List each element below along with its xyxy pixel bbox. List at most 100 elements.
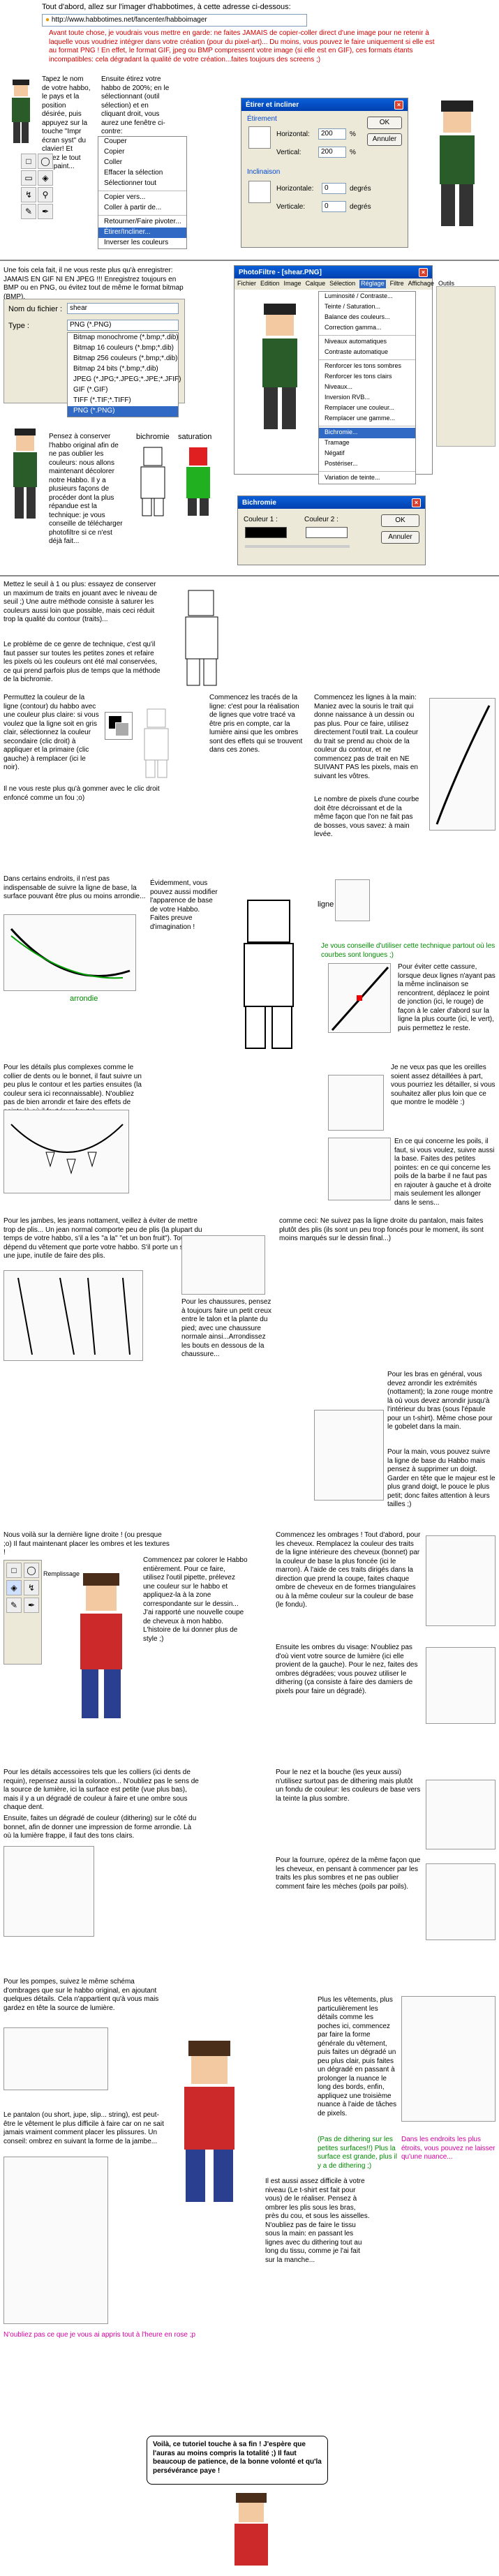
step10-mid-text: Commencez par colorer le Habbo entièreme…: [143, 1556, 248, 1643]
skew-section-label: Inclinaison: [247, 168, 281, 176]
horizontal-input[interactable]: 200: [318, 128, 346, 140]
adjust-item[interactable]: Renforcer les tons clairs: [325, 373, 392, 380]
ok-button[interactable]: OK: [381, 514, 419, 527]
menu-selection[interactable]: Sélection: [329, 280, 356, 287]
ok-button[interactable]: OK: [367, 117, 402, 129]
adjust-item[interactable]: Teinte / Saturation...: [325, 303, 381, 310]
footer-note: N'oubliez pas ce que je vous ai appris t…: [3, 2331, 196, 2339]
menu-item-copy[interactable]: Copier: [104, 148, 125, 156]
step7-right-text2: En ce qui concerne les poils, il faut, s…: [394, 1138, 495, 1207]
pencil-tool-icon[interactable]: ✎: [6, 1598, 22, 1613]
type-option-selected[interactable]: PNG (*.PNG): [68, 406, 178, 417]
close-icon[interactable]: ×: [419, 267, 428, 277]
menu-item-flip[interactable]: Retourner/Faire pivoter...: [104, 218, 181, 225]
menu-item-invert[interactable]: Inverser les couleurs: [104, 239, 169, 246]
close-icon[interactable]: ×: [412, 498, 421, 507]
menu-item-paste[interactable]: Coller: [104, 158, 123, 166]
adjust-item[interactable]: Postériser...: [325, 460, 358, 467]
brush-tool-icon[interactable]: ✒: [38, 204, 53, 219]
adjust-item-bichromie[interactable]: Bichromie...: [319, 428, 415, 438]
type-option[interactable]: Bitmap 16 couleurs (*.bmp;*.dib): [73, 344, 174, 352]
step9-text: Pour les bras en général, vous devez arr…: [387, 1371, 493, 1431]
file-name-input[interactable]: shear: [67, 303, 179, 314]
step7-text: Pour les détails plus complexes comme le…: [3, 1064, 142, 1115]
menu-item-cut[interactable]: Couper: [104, 137, 127, 145]
cancel-button[interactable]: Annuler: [367, 133, 402, 146]
zoom-tool-icon[interactable]: ⚲: [38, 187, 53, 202]
step7-right-text: Je ne veux pas que les oreilles soient a…: [391, 1064, 496, 1106]
adjust-item[interactable]: Luminosité / Contraste...: [325, 292, 393, 299]
picker-tool-icon[interactable]: ↯: [24, 1580, 39, 1595]
adjust-item[interactable]: Remplacer une gamme...: [325, 415, 396, 422]
type-option[interactable]: Bitmap monochrome (*.bmp;*.dib): [73, 334, 179, 341]
step3-text: Pensez à conserver l'habbo original afin…: [49, 433, 123, 545]
type-option[interactable]: JPEG (*.JPG;*.JPEG;*.JPE;*.JFIF): [73, 375, 181, 383]
menu-view[interactable]: Affichage: [408, 280, 435, 287]
lasso-tool-icon[interactable]: ◯: [24, 1563, 39, 1578]
picker-tool-icon[interactable]: ↯: [21, 187, 36, 202]
brush-tool-icon[interactable]: ✒: [24, 1598, 39, 1613]
adjust-item[interactable]: Inversion RVB...: [325, 394, 370, 401]
threshold-slider[interactable]: [245, 545, 350, 548]
fur-shading-detail: [426, 1863, 496, 1940]
vertical-input[interactable]: 200: [318, 147, 346, 158]
horizontal-skew-input[interactable]: 0: [322, 183, 346, 194]
secondary-color-swatch[interactable]: [115, 722, 129, 736]
color2-swatch[interactable]: [306, 527, 348, 538]
menu-item-copy-to[interactable]: Copier vers...: [104, 193, 146, 201]
type-label: Type :: [8, 322, 29, 330]
menu-item-clear[interactable]: Effacer la sélection: [104, 169, 163, 177]
menu-filter[interactable]: Filtre: [389, 280, 404, 287]
color-swatches[interactable]: [105, 712, 133, 740]
fill-tool-label: Remplissage: [43, 1570, 80, 1577]
adjust-item[interactable]: Niveaux automatiques: [325, 338, 387, 345]
section-divider: [0, 260, 499, 261]
type-option[interactable]: GIF (*.GIF): [73, 386, 108, 394]
menu-item-stretch[interactable]: Étirer/Incliner...: [98, 228, 186, 238]
fill-tool-icon[interactable]: ◈: [6, 1580, 22, 1595]
habbo-gray-outline-avatar: [144, 708, 169, 778]
step12-mid-text: Il est aussi assez difficile à votre niv…: [265, 2177, 370, 2264]
menu-tools[interactable]: Outils: [438, 280, 455, 287]
lasso-tool-icon[interactable]: ◯: [38, 154, 53, 169]
type-option[interactable]: TIFF (*.TIF;*.TIFF): [73, 396, 131, 404]
cancel-button[interactable]: Annuler: [381, 531, 419, 544]
menu-layer[interactable]: Calque: [305, 280, 326, 287]
arm-shape-detail: [314, 1410, 384, 1501]
adjust-item[interactable]: Tramage: [325, 439, 350, 446]
menu-image[interactable]: Image: [283, 280, 301, 287]
step11-right-text: Pour le nez et la bouche (les yeux aussi…: [276, 1769, 421, 1803]
menu-file[interactable]: Fichier: [237, 280, 257, 287]
vertical-skew-input[interactable]: 0: [322, 201, 346, 212]
type-option[interactable]: Bitmap 24 bits (*.bmp;*.dib): [73, 365, 158, 373]
adjust-item[interactable]: Niveaux...: [325, 383, 353, 390]
adjust-item[interactable]: Renforcer les tons sombres: [325, 362, 402, 369]
select-tool-icon[interactable]: □: [6, 1563, 22, 1578]
dialog-title: Étirer et incliner: [246, 100, 299, 109]
type-select[interactable]: PNG (*.PNG): [67, 320, 179, 331]
menu-adjust[interactable]: Réglage: [359, 280, 386, 288]
eraser-tool-icon[interactable]: ▭: [21, 170, 36, 186]
save-dialog: Nom du fichier : shear Type : PNG (*.PNG…: [3, 299, 185, 417]
color1-swatch[interactable]: [245, 527, 287, 538]
menu-item-select-all[interactable]: Sélectionner tout: [104, 179, 157, 187]
vertical-label: Vertical:: [276, 149, 301, 156]
adjust-item[interactable]: Correction gamma...: [325, 324, 382, 331]
url-text: http://www.habbotimes.net/fancenter/habb…: [51, 16, 207, 24]
close-icon[interactable]: ×: [394, 100, 403, 110]
adjust-item[interactable]: Variation de teinte...: [325, 474, 380, 481]
step10-right-text2: Ensuite les ombres du visage: N'oubliez …: [276, 1644, 418, 1695]
step2-section: Une fois cela fait, il ne vous reste plu…: [0, 264, 499, 417]
adjust-item[interactable]: Balance des couleurs...: [325, 313, 390, 320]
select-tool-icon[interactable]: □: [21, 154, 36, 169]
adjust-item[interactable]: Contraste automatique: [325, 348, 389, 355]
adjust-item[interactable]: Négatif: [325, 449, 345, 456]
url-bar[interactable]: ● http://www.habbotimes.net/fancenter/ha…: [42, 14, 307, 27]
type-option[interactable]: Bitmap 256 couleurs (*.bmp;*.dib): [73, 355, 178, 362]
menu-item-paste-from[interactable]: Coller à partir de...: [104, 204, 162, 211]
fill-tool-icon[interactable]: ◈: [38, 170, 53, 186]
adjust-item[interactable]: Remplacer une couleur...: [325, 404, 395, 411]
menu-edit[interactable]: Edition: [260, 280, 280, 287]
pencil-tool-icon[interactable]: ✎: [21, 204, 36, 219]
label-bichromie: bichromie: [136, 433, 170, 441]
